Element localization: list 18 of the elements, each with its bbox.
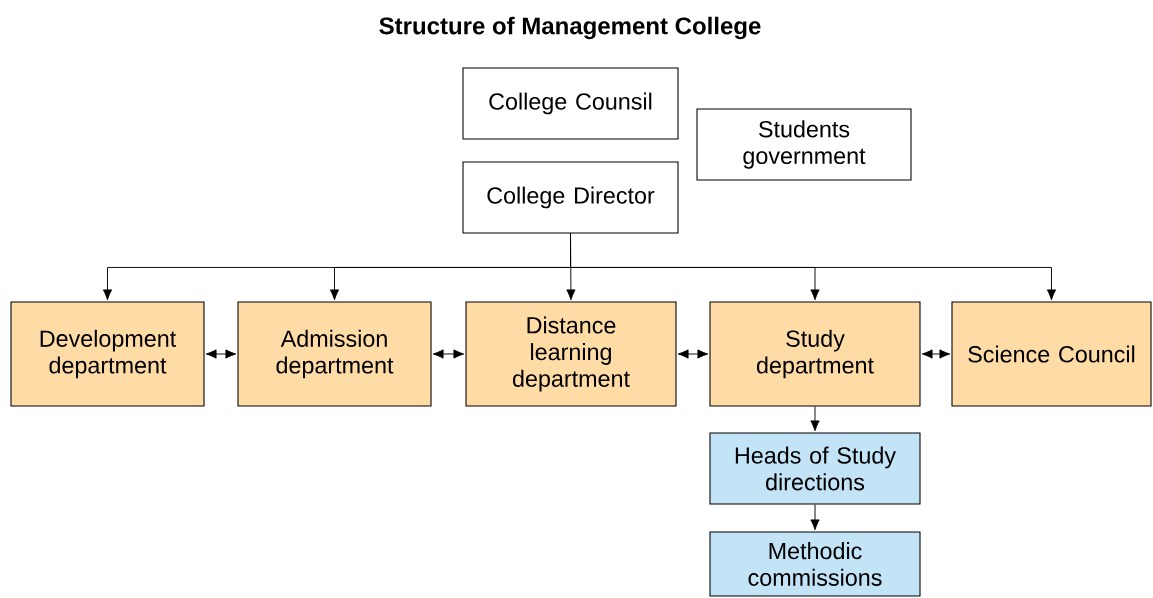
arrow (810, 504, 820, 531)
department-box: Distance learning department (465, 301, 677, 407)
arrow (921, 349, 951, 359)
arrow (810, 406, 820, 432)
unit-box: Methodic commissions (709, 531, 921, 597)
arrow (677, 349, 709, 359)
unit-box: Heads of Study directions (709, 432, 921, 505)
title: Structure of Management College (379, 16, 761, 40)
department-box: Development department (10, 301, 205, 407)
arrow (570, 233, 1057, 301)
department-box: Science Council (951, 301, 1152, 407)
box: College Director (462, 161, 679, 234)
box: Students government (696, 108, 912, 181)
box: College Counsil (462, 67, 679, 140)
arrow (205, 349, 237, 359)
department-box: Admission department (237, 301, 432, 407)
department-box: Study department (709, 301, 921, 407)
arrow (432, 349, 465, 359)
